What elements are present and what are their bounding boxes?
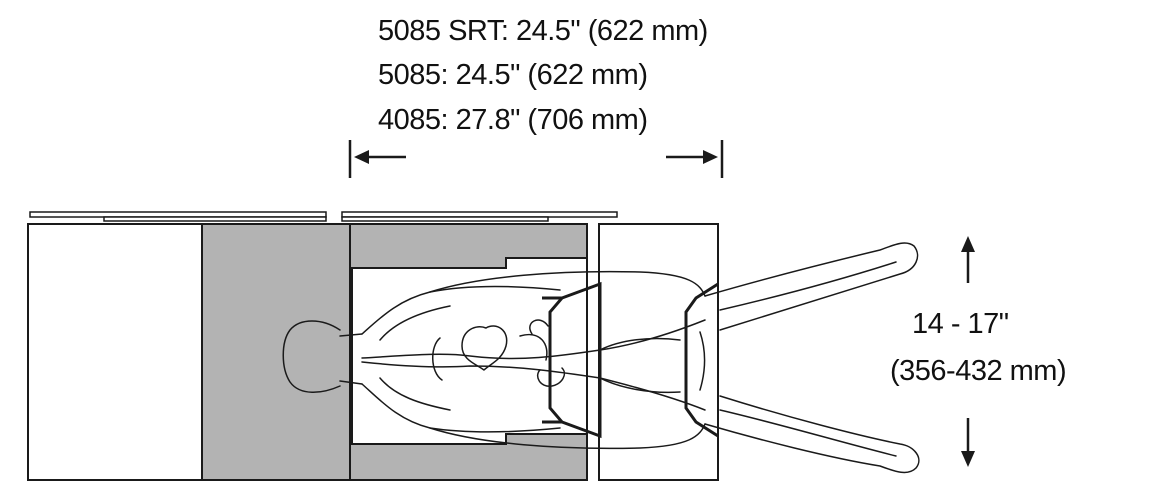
arm-lower-outline [429,423,706,450]
down-arrow-head [961,451,975,467]
up-arrow-head [961,236,975,252]
detector-left-hex-inner [542,296,562,424]
width-dimension-arrows [348,140,724,178]
neck-outline [339,333,363,385]
main-vessel-2 [361,361,706,411]
leg-vessels [719,261,897,457]
crotch-outline [699,331,706,391]
rail-right-lower [341,216,549,222]
heart-outline [461,325,508,371]
lung-outline [432,333,548,381]
height-dimension-arrows [961,236,975,467]
width-label-5085srt: 5085 SRT: 24.5" (622 mm) [378,15,708,47]
height-label-inches: 14 - 17" [912,308,1009,340]
height-label-mm: (356-432 mm) [890,355,1066,387]
main-vessel [361,319,706,360]
rail-left-lower [103,216,327,222]
table-end-panel [27,223,203,481]
left-arrow-head [354,150,369,164]
arm-upper-outline [429,270,706,297]
leg-lower-outline [704,395,920,474]
branch-vessels [379,305,451,411]
width-label-5085: 5085: 24.5" (622 mm) [378,59,648,91]
detector-right-hex [684,282,719,438]
kidney-outline-2 [529,319,549,335]
kidney-outline [536,367,566,387]
table-window-cutout [351,257,588,445]
table-top [27,223,719,481]
patient-figure [282,242,920,474]
table-gray-panel [201,223,351,481]
leg-upper-outline [704,242,919,331]
detector-frame [542,281,719,439]
pelvic-vessels [599,337,681,394]
right-arrow-head [703,150,718,164]
top-rails [29,211,618,222]
width-label-4085: 4085: 27.8" (706 mm) [378,104,648,136]
head-outline [282,320,341,393]
table-extension-panel [598,223,719,481]
